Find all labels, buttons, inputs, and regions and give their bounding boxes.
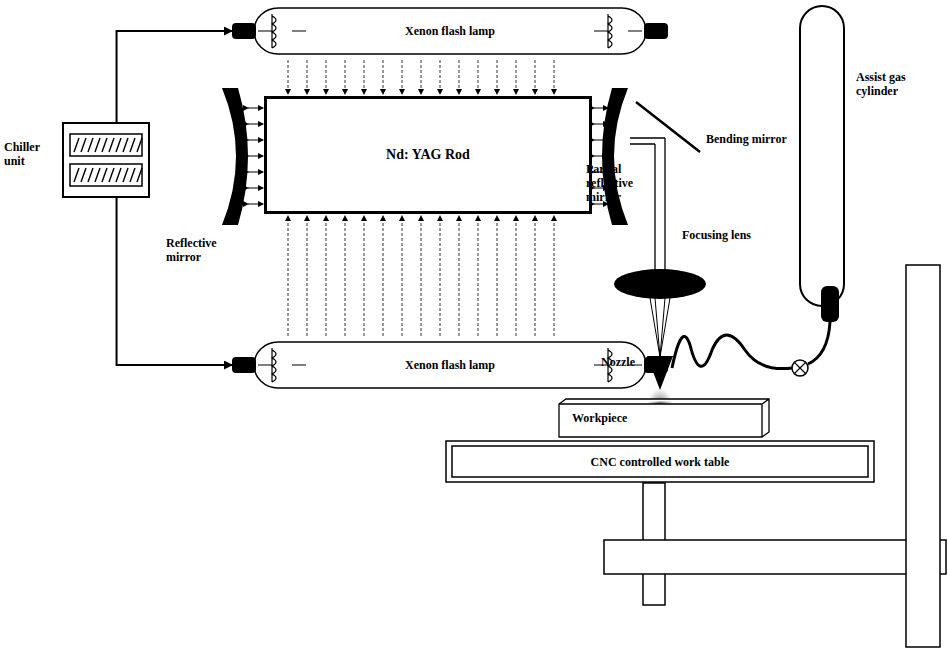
flash-lamp: Xenon flash lamp — [232, 6, 668, 56]
laser-beam — [630, 138, 665, 272]
gas-hose — [672, 335, 792, 369]
coolant-line — [117, 31, 232, 122]
gas-hose — [808, 322, 830, 364]
chiller-unit: Chiller unit — [62, 122, 150, 198]
part-label: Partial reflective mirror — [586, 162, 648, 204]
node-label: CNC controlled work table — [591, 455, 730, 469]
gas-valve — [792, 360, 808, 376]
bending-mirror — [636, 102, 700, 152]
focused-beam — [650, 298, 670, 357]
node-label: Xenon flash lamp — [405, 358, 495, 372]
reflective-mirror — [222, 88, 248, 225]
focusing-lens — [614, 269, 706, 299]
part-label: Assist gas cylinder — [856, 70, 928, 98]
gas-cylinder — [800, 6, 844, 306]
node-label: Chiller unit — [4, 140, 56, 168]
node-label: Xenon flash lamp — [405, 24, 495, 38]
part-label: Nozzle — [601, 355, 635, 369]
gas-valve-cross — [794, 362, 806, 374]
cylinder-valve — [821, 286, 839, 322]
work-table: CNC controlled work table — [445, 440, 875, 483]
base-bar — [604, 540, 946, 574]
part-label: Bending mirror — [706, 132, 787, 146]
node-outline — [62, 122, 150, 198]
part-label: Reflective mirror — [166, 236, 226, 264]
part-label: Focusing lens — [682, 228, 751, 242]
coolant-line — [117, 198, 232, 365]
laser-rod: Nd: YAG Rod — [264, 96, 592, 214]
node-label: Nd: YAG Rod — [386, 148, 470, 162]
workpiece: Workpiece — [558, 398, 770, 438]
column — [906, 265, 940, 647]
node-label: Workpiece — [572, 411, 627, 425]
